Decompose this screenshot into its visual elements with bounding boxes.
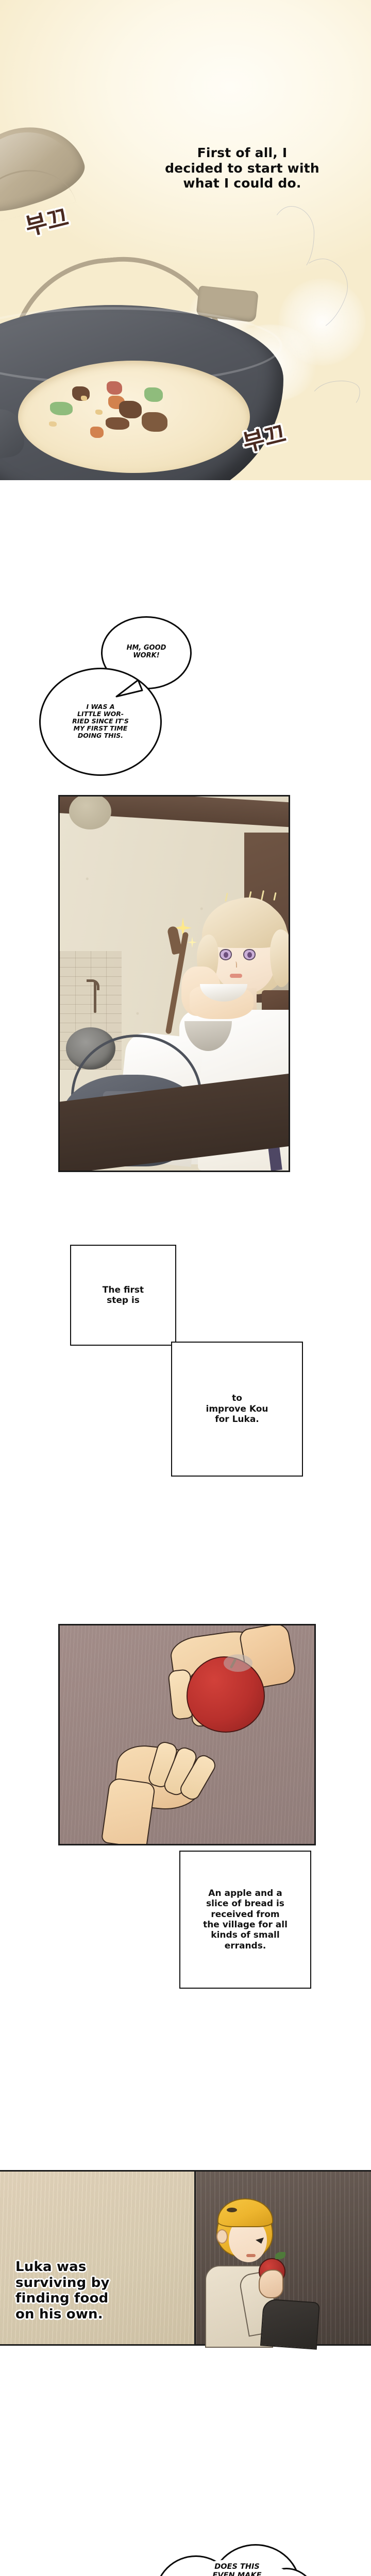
caption-text: The first step is bbox=[102, 1284, 144, 1306]
balloon-tail-good-work bbox=[115, 679, 143, 698]
stew-chunk-meat bbox=[142, 412, 167, 432]
stew-bubble bbox=[81, 396, 87, 401]
luka-eating-panel: Luka was surviving by finding food on hi… bbox=[0, 2170, 371, 2350]
caption-an-apple-and-a-slice-of-bread: An apple and a slice of bread is receive… bbox=[179, 1851, 311, 1989]
stew-chunk-carrot bbox=[90, 427, 104, 438]
caption-text: An apple and a slice of bread is receive… bbox=[203, 1888, 288, 1951]
apple bbox=[187, 1656, 265, 1733]
stew-bubble bbox=[95, 410, 103, 415]
caption-to-improve-kou-for-luka: to improve Kou for Luka. bbox=[171, 1342, 303, 1477]
luka-hand bbox=[259, 2269, 283, 2298]
steam-wisp bbox=[307, 377, 363, 417]
balloon-text: I WAS A LITTLE WOR- RIED SINCE IT'S MY F… bbox=[72, 703, 129, 739]
hanging-plate bbox=[69, 796, 111, 829]
wall-texture bbox=[0, 2172, 194, 2344]
steaming-pot-panel: 부끄 부끄 First of all, I decided to start w… bbox=[0, 0, 371, 480]
sfx-sob: 크흑 bbox=[39, 2574, 86, 2576]
stew-chunk-herb bbox=[50, 402, 73, 415]
receiving-hand-wrist bbox=[100, 1777, 156, 1844]
stew-chunk-herb bbox=[144, 387, 163, 402]
caption-text: to improve Kou for Luka. bbox=[206, 1393, 268, 1425]
luka-hair-part bbox=[227, 2208, 237, 2212]
apple-handoff-panel bbox=[58, 1624, 316, 1845]
mouth bbox=[230, 974, 242, 978]
balloon-text: DOES THIS EVEN MAKE SENSE? LUKA IS ONLY … bbox=[212, 2563, 262, 2576]
stew-chunk-meat bbox=[107, 381, 122, 395]
luka-panel-right-wall bbox=[196, 2170, 371, 2350]
steam-puff bbox=[278, 278, 366, 366]
luka-panel-left-wall: Luka was surviving by finding food on hi… bbox=[0, 2170, 196, 2346]
stew-chunk-meat bbox=[119, 401, 142, 418]
stew-bubble bbox=[49, 421, 57, 427]
narration-first-of-all: First of all, I decided to start with wh… bbox=[165, 145, 319, 191]
narration-luka-surviving: Luka was surviving by finding food on hi… bbox=[15, 2259, 110, 2323]
luka-dark-garment bbox=[260, 2298, 321, 2350]
stew-surface bbox=[18, 361, 250, 473]
hair-side-strand bbox=[270, 929, 289, 987]
luka-ear bbox=[216, 2229, 228, 2244]
balloon-text: HM, GOOD WORK! bbox=[126, 644, 166, 659]
pupil-right bbox=[247, 952, 252, 958]
apple-leaf bbox=[275, 2252, 285, 2259]
caption-the-first-step-is: The first step is bbox=[70, 1245, 176, 1346]
stew-chunk-meat bbox=[106, 417, 129, 430]
luka-mouth bbox=[246, 2254, 256, 2257]
apple-highlight bbox=[224, 1654, 252, 1672]
kitchen-tasting-panel bbox=[58, 795, 290, 1172]
pupil-left bbox=[224, 952, 228, 958]
nose bbox=[234, 961, 237, 968]
wall-hook bbox=[87, 979, 99, 1013]
balloon-does-this-even-make-sense: DOES THIS EVEN MAKE SENSE? LUKA IS ONLY … bbox=[153, 2544, 323, 2576]
balloon-i-was-a-little-worried: I WAS A LITTLE WOR- RIED SINCE IT'S MY F… bbox=[39, 668, 162, 776]
